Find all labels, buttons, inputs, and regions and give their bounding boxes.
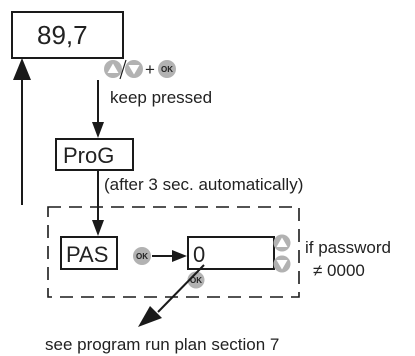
ok-key-icon: OK bbox=[133, 247, 151, 265]
return-arrow-head bbox=[13, 58, 31, 80]
password-value-box bbox=[187, 236, 275, 270]
down-arrow-key-icon bbox=[273, 255, 291, 273]
ok-key-label: OK bbox=[136, 252, 148, 261]
arrow-head-to-pas bbox=[92, 220, 104, 236]
not-equal-label: ≠ 0000 bbox=[313, 261, 365, 280]
slash-separator bbox=[119, 59, 127, 80]
plus-sign: + bbox=[145, 60, 155, 79]
keep-pressed-label: keep pressed bbox=[110, 88, 212, 107]
ok-key-icon: OK bbox=[158, 60, 176, 78]
password-value: 0 bbox=[193, 242, 205, 267]
prog-box bbox=[55, 138, 134, 171]
prog-label: ProG bbox=[63, 143, 114, 168]
see-program-plan-label: see program run plan section 7 bbox=[45, 335, 279, 354]
ok-key-icon: OK bbox=[187, 271, 205, 289]
ok-key-label: OK bbox=[190, 276, 202, 285]
if-password-label: if password bbox=[305, 238, 391, 257]
down-arrow-key-icon bbox=[125, 60, 143, 78]
pas-label: PAS bbox=[66, 242, 108, 267]
up-arrow-key-icon bbox=[104, 60, 122, 78]
ok-key-label: OK bbox=[161, 65, 173, 74]
arrow-head-to-value bbox=[172, 250, 187, 262]
pas-box bbox=[60, 236, 118, 270]
arrow-head-to-program-plan bbox=[138, 306, 162, 327]
arrow-head-to-prog bbox=[92, 122, 104, 138]
connector-to-program-plan bbox=[157, 264, 205, 313]
after-3-sec-label: (after 3 sec. automatically) bbox=[104, 175, 303, 194]
up-arrow-key-icon bbox=[273, 234, 291, 252]
display-value: 89,7 bbox=[37, 20, 88, 50]
display-box bbox=[11, 11, 124, 59]
